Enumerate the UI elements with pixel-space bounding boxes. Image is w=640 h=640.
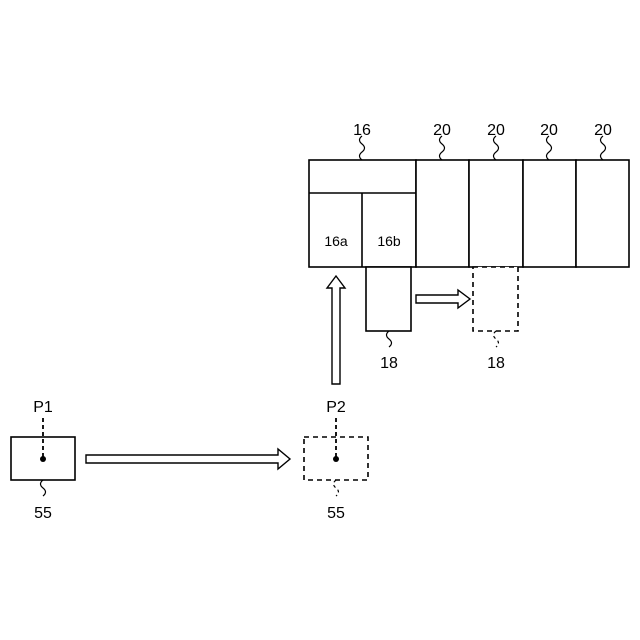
move-right-arrow-icon bbox=[86, 449, 290, 469]
unit-16-leader bbox=[360, 136, 365, 160]
unit-20-leader bbox=[547, 136, 552, 160]
unit-20-leader bbox=[440, 136, 445, 160]
part-55-leader bbox=[41, 480, 46, 496]
move-up-arrow-icon bbox=[327, 276, 345, 384]
unit-20-box bbox=[523, 160, 576, 267]
part-18-leader bbox=[387, 331, 392, 347]
part-18-ref-label: 18 bbox=[380, 355, 398, 372]
point-p1-label: P1 bbox=[33, 399, 53, 416]
part-55-moved-ref-label: 55 bbox=[327, 505, 345, 522]
part-18-moved-leader bbox=[494, 331, 499, 347]
unit-20-box bbox=[576, 160, 629, 267]
unit-20-leader bbox=[601, 136, 606, 160]
part-55-ref-label: 55 bbox=[34, 505, 52, 522]
section-16b-label: 16b bbox=[377, 233, 401, 249]
point-p1-dot bbox=[40, 456, 46, 462]
unit-20-leader bbox=[494, 136, 499, 160]
unit-20-box bbox=[469, 160, 523, 267]
point-p2-dot bbox=[333, 456, 339, 462]
part-18-moved-ref-label: 18 bbox=[487, 355, 505, 372]
part-55-moved-leader bbox=[334, 480, 339, 496]
part-18-box bbox=[366, 267, 411, 331]
section-16a-label: 16a bbox=[324, 233, 348, 249]
move-right-arrow-icon bbox=[416, 290, 470, 308]
point-p2-label: P2 bbox=[326, 399, 346, 416]
unit-20-box bbox=[416, 160, 469, 267]
unit-20-row bbox=[416, 160, 629, 267]
part-18-moved-box bbox=[473, 267, 518, 331]
unit-16: 16a 16b bbox=[309, 160, 416, 267]
